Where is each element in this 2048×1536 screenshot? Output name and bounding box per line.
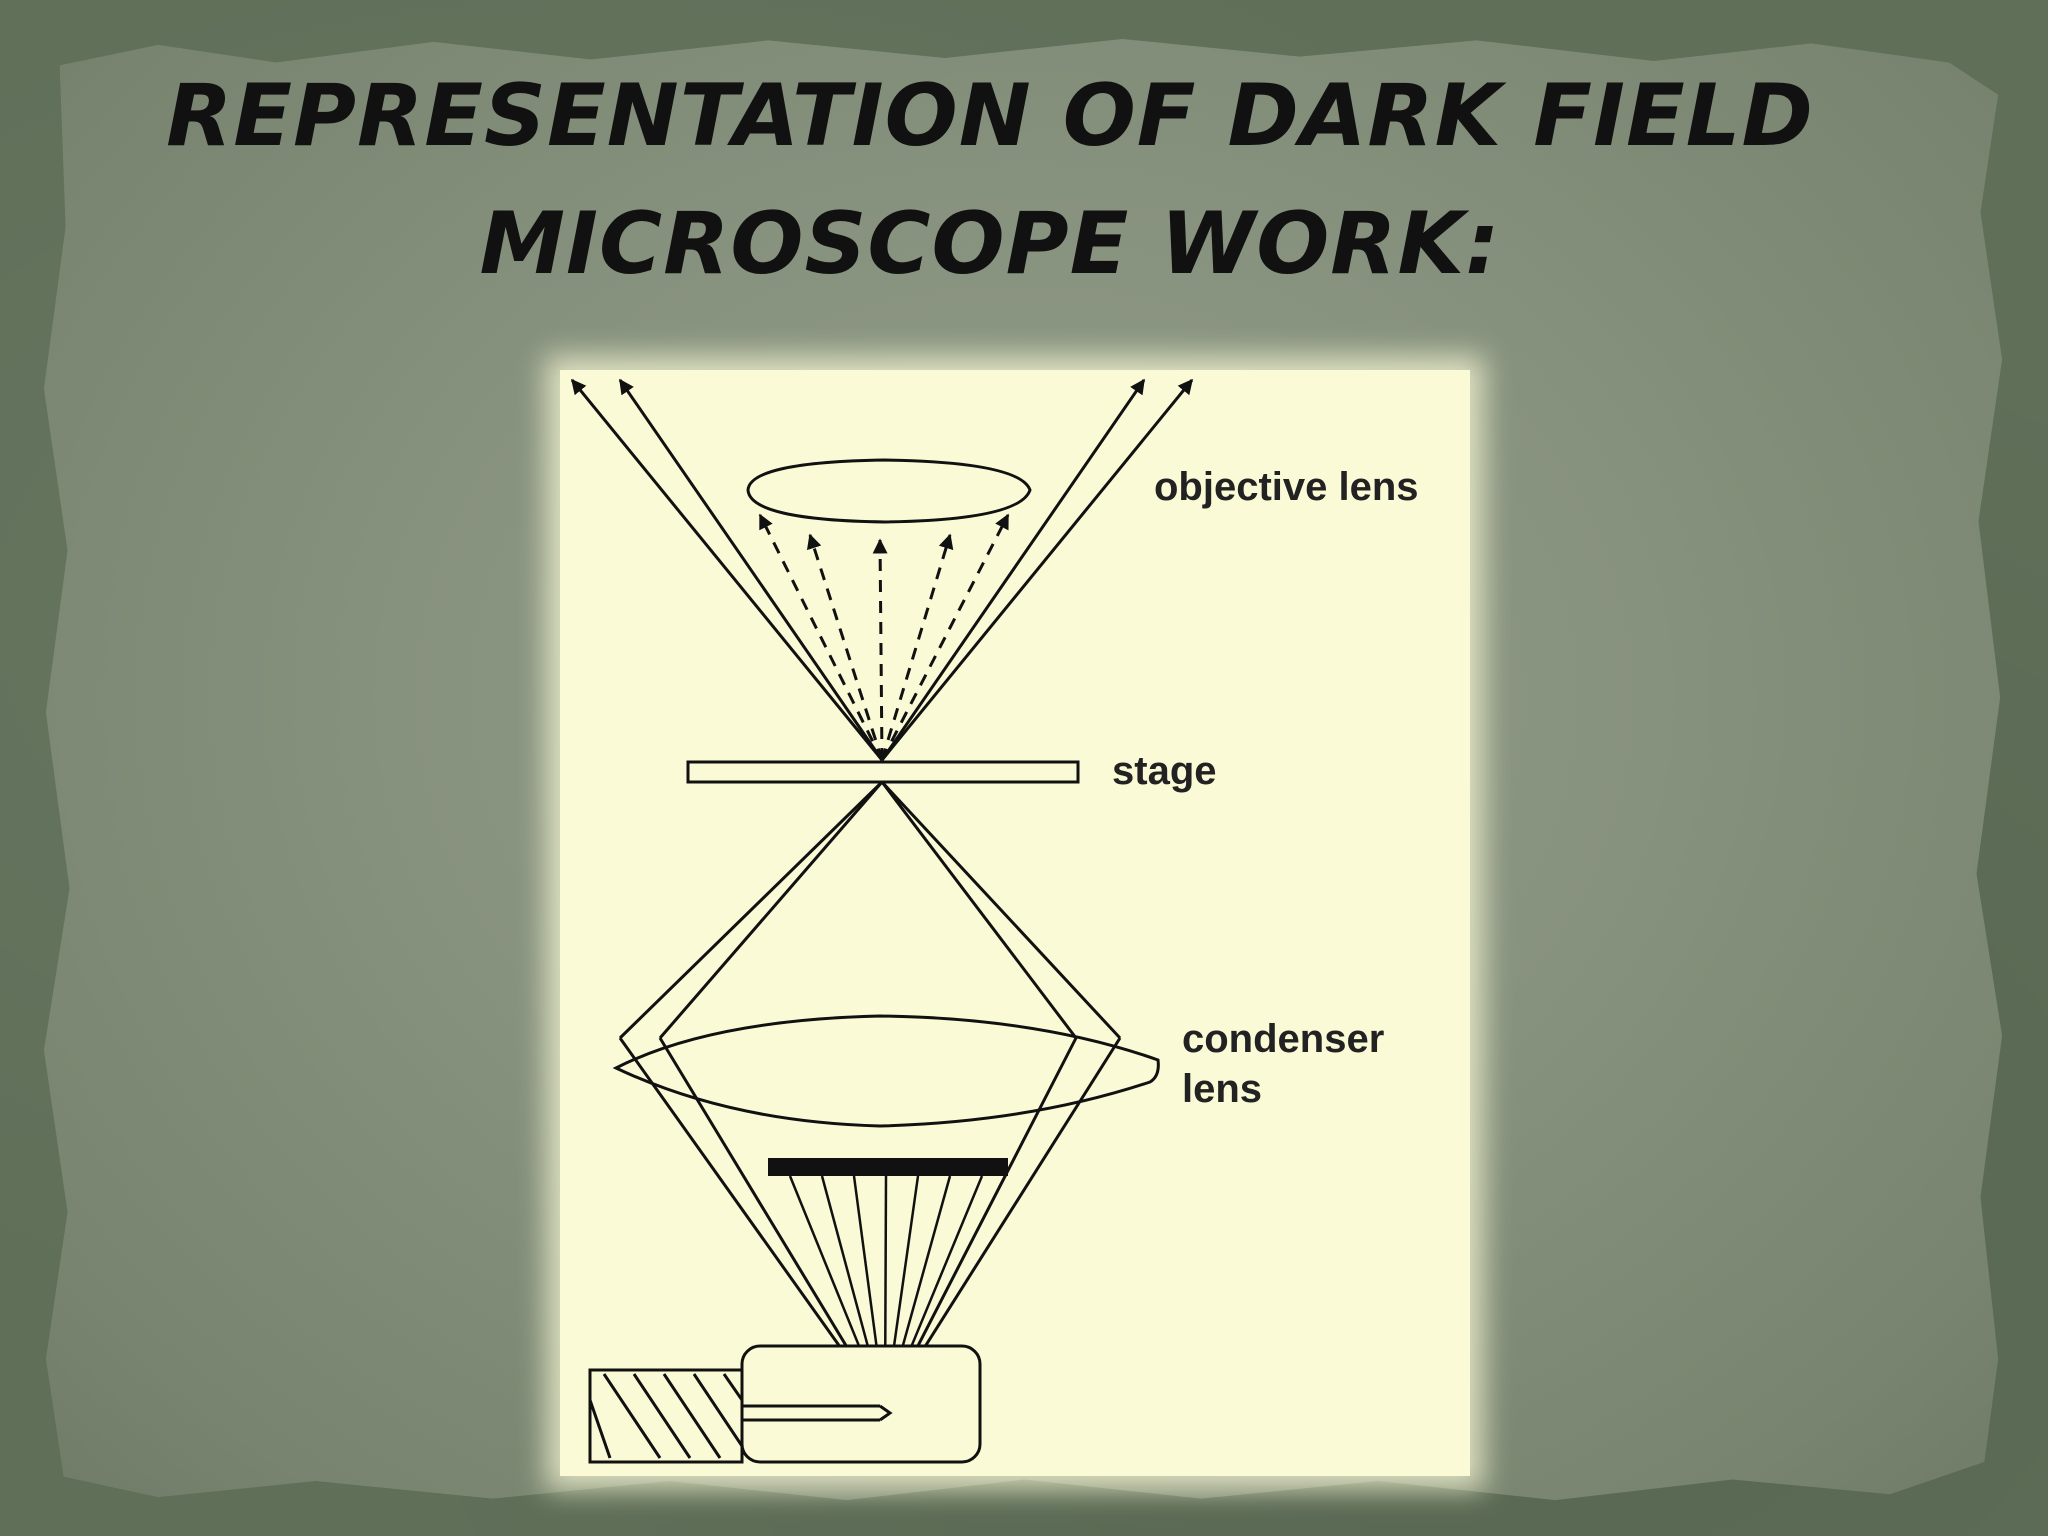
- ray-out-left-inner: [618, 378, 884, 761]
- condenser-lens: [612, 1014, 1160, 1128]
- lamp-housing: [740, 1344, 982, 1464]
- label-objective-lens: objective lens: [1154, 465, 1419, 509]
- scatter-ray-4: [880, 533, 954, 761]
- cone-upper-left-inner: [658, 781, 884, 1039]
- outgoing-rays: [570, 378, 1194, 761]
- cone-upper-right-inner: [880, 781, 1078, 1039]
- diagram-canvas: objective lens stage condenser lens: [570, 378, 1419, 1464]
- slide-title: REPRESENTATION OF DARK FIELD MICROSCOPE …: [140, 52, 1840, 308]
- dark-field-diagram: objective lens stage condenser lens: [560, 370, 1470, 1476]
- ray-out-right-outer: [880, 378, 1194, 761]
- condenser-rays: [618, 780, 1122, 1411]
- central-stop-disk: [768, 1158, 1008, 1176]
- cone-upper-left-outer: [618, 780, 884, 1040]
- label-condenser-line1: condenser: [1182, 1017, 1384, 1061]
- lamp-socket: [588, 1368, 744, 1464]
- objective-lens: [746, 458, 1032, 524]
- scattered-rays: [758, 513, 1010, 761]
- scatter-ray-2: [806, 533, 884, 761]
- title-line-1: REPRESENTATION OF DARK FIELD: [166, 66, 1814, 166]
- scatter-ray-1: [758, 513, 884, 761]
- scatter-ray-5: [880, 513, 1010, 761]
- ray-out-left-outer: [570, 378, 884, 761]
- cone-upper-right-outer: [880, 780, 1122, 1040]
- label-stage: stage: [1112, 749, 1217, 793]
- bulb-tip: [879, 1404, 893, 1422]
- label-condenser-line2: lens: [1182, 1067, 1262, 1111]
- scatter-ray-3: [872, 538, 888, 761]
- ray-out-right-inner: [880, 378, 1146, 761]
- light-source: [588, 1344, 982, 1464]
- title-line-2: MICROSCOPE WORK:: [479, 194, 1501, 294]
- stage-slide: [686, 760, 1080, 784]
